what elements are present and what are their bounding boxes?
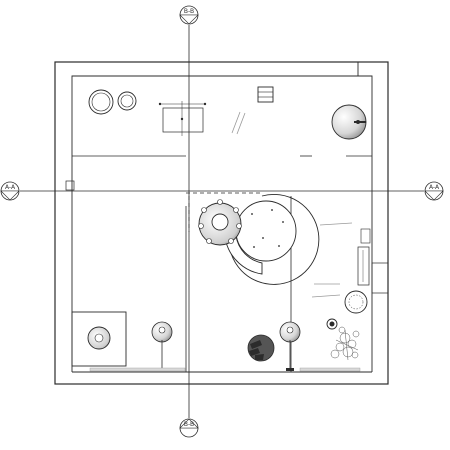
lounge-curved-sofa xyxy=(225,235,263,275)
chair xyxy=(236,223,242,229)
door-jamb-right xyxy=(371,262,389,294)
sphere-lamp-knob xyxy=(356,120,360,124)
chair xyxy=(233,207,239,213)
section-label-left: A-A xyxy=(5,184,16,191)
chair xyxy=(206,238,212,244)
floor-lamp-right xyxy=(279,321,301,371)
lounge-dot xyxy=(262,237,264,239)
chair xyxy=(228,238,234,244)
lounge-dot xyxy=(253,246,255,248)
bath-room-box xyxy=(71,311,127,367)
chair xyxy=(198,223,204,229)
section-marker-top: B-B xyxy=(179,5,199,25)
section-label-bottom: B-B xyxy=(184,421,194,428)
section-marker-left: A-A xyxy=(0,181,20,201)
target-symbol xyxy=(326,318,338,330)
chair xyxy=(201,207,207,213)
target-dot xyxy=(329,321,335,327)
small-cabinet xyxy=(257,86,274,103)
circle-fixture-large xyxy=(88,89,114,115)
round-ottoman-inner xyxy=(348,294,364,310)
shelf-line-1 xyxy=(319,222,353,226)
table-rect xyxy=(162,107,204,133)
dim-dot xyxy=(203,102,207,106)
section-label-top: B-B xyxy=(184,8,194,15)
lounge-dot xyxy=(271,209,273,211)
dim-dot xyxy=(180,117,184,121)
floor-lamp-left xyxy=(151,321,173,371)
glass-hatch-1 xyxy=(231,111,241,134)
round-lounge xyxy=(235,200,297,262)
lounge-dot xyxy=(251,213,253,215)
shelf-line-3 xyxy=(311,294,341,298)
armchair-icon xyxy=(247,334,275,362)
dim-dot xyxy=(158,102,162,106)
basin-drain xyxy=(94,333,104,343)
door-jamb-left xyxy=(65,180,75,191)
bench-right xyxy=(357,246,370,286)
section-marker-bottom: B-B xyxy=(179,418,199,438)
section-label-right: A-A xyxy=(429,184,440,191)
lounge-dot xyxy=(278,245,280,247)
glass-hatch-2 xyxy=(236,112,246,135)
lounge-dot xyxy=(282,221,284,223)
outer-wall xyxy=(54,61,389,385)
window-strip-left xyxy=(89,367,186,372)
round-lounge-arc xyxy=(228,193,320,285)
circle-fixture-small-inner xyxy=(120,94,134,108)
round-ottoman xyxy=(344,290,368,314)
inner-wall xyxy=(71,62,359,372)
round-table-top xyxy=(211,213,229,231)
window-strip-right xyxy=(299,367,361,372)
plant-icon xyxy=(330,326,360,361)
circle-fixture-small xyxy=(117,91,137,111)
chair xyxy=(217,199,223,205)
circle-fixture-large-inner xyxy=(91,92,111,112)
section-marker-right: A-A xyxy=(424,181,444,201)
wall-panel xyxy=(360,228,371,244)
